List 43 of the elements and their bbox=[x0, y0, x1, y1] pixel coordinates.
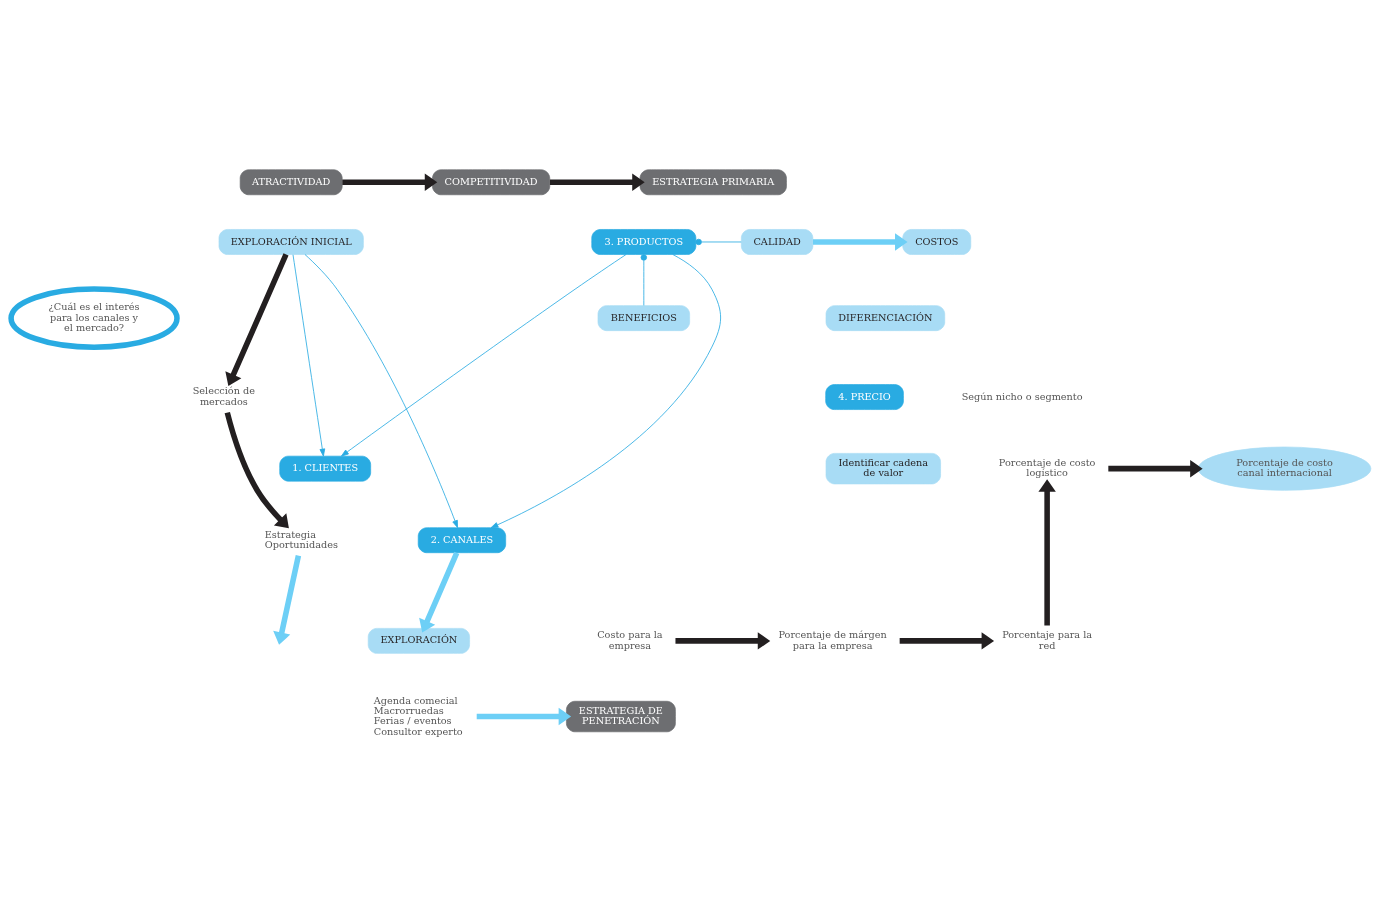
node-box: Identificar cadena de valor bbox=[825, 452, 941, 484]
node-box: COSTOS bbox=[902, 228, 972, 255]
arrow bbox=[549, 173, 645, 191]
arrow bbox=[490, 253, 722, 528]
arrow bbox=[1108, 459, 1203, 477]
node-box: 1. CLIENTES bbox=[279, 455, 371, 481]
node-text: Porcentaje de costo logístico bbox=[998, 456, 1096, 478]
node-box: 4. PRECIO bbox=[825, 383, 904, 410]
arrow bbox=[292, 253, 326, 456]
node-box: ESTRATEGIA PRIMARIA bbox=[639, 168, 787, 195]
node-text: Selección de mercados bbox=[192, 384, 256, 407]
label: Según nicho o segmento bbox=[961, 390, 1083, 402]
arrow bbox=[224, 411, 289, 528]
arrow bbox=[476, 707, 572, 725]
node-box: EXPLORACIÓN INICIAL bbox=[218, 228, 364, 255]
node-box: ATRACTIVIDAD bbox=[239, 168, 343, 195]
node-box: DIFERENCIACIÓN bbox=[825, 304, 946, 331]
node-text: Porcentaje para la red bbox=[1002, 628, 1093, 651]
node-box: 3. PRODUCTOS bbox=[591, 228, 697, 255]
node-text: Costo para la empresa bbox=[597, 628, 663, 651]
node-box: EXPLORACIÓN bbox=[367, 627, 470, 654]
node-text: Estrategia Oportunidades bbox=[264, 528, 338, 550]
arrow bbox=[1038, 478, 1056, 625]
node-box: CALIDAD bbox=[741, 228, 814, 255]
connector bbox=[640, 253, 647, 306]
arrow bbox=[675, 631, 771, 650]
node-box: 2. CANALES bbox=[417, 526, 507, 553]
arrow bbox=[341, 253, 627, 456]
arrow bbox=[812, 232, 908, 251]
arrow bbox=[225, 252, 289, 386]
arrow bbox=[304, 253, 458, 528]
node-text: Agenda comecial Macrorruedas Ferias / eventos Consultor experto bbox=[373, 693, 463, 737]
arrow bbox=[342, 173, 438, 191]
connector bbox=[695, 238, 742, 245]
node-ellipse: ¿Cuál es el interés para los canales y el mercado? bbox=[8, 285, 180, 350]
node-text: Porcentaje de márgen para la empresa bbox=[778, 628, 887, 651]
arrow bbox=[273, 554, 302, 645]
node-ellipse: Porcentaje de costo canal internacional bbox=[1197, 446, 1372, 491]
node-box: COMPETITIVIDAD bbox=[432, 168, 551, 195]
arrow bbox=[899, 631, 995, 650]
node-box: ESTRATEGIA DE PENETRACIÓN bbox=[566, 700, 676, 732]
node-box: BENEFICIOS bbox=[597, 304, 690, 331]
arrow bbox=[419, 551, 460, 633]
